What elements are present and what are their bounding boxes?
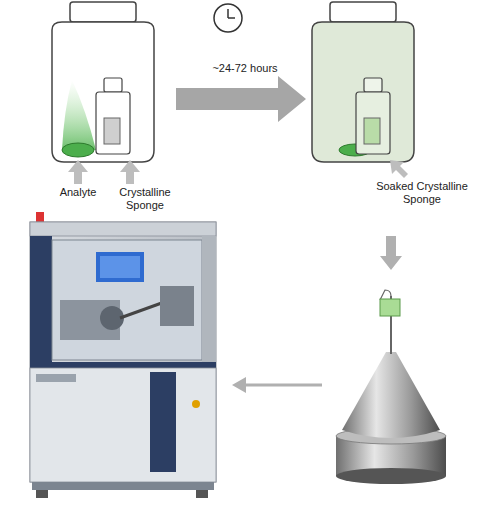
pointer-arrow (68, 160, 140, 184)
part-label: Crystalline Sponge (100, 186, 190, 212)
part-label: Soaked Crystalline Sponge (372, 180, 472, 206)
goniometer-head (336, 290, 446, 484)
process-arrow (380, 236, 402, 270)
diffractometer (30, 212, 216, 498)
vial (52, 2, 154, 162)
clock-symbol (214, 4, 242, 32)
vial (312, 2, 414, 162)
pointer-arrow (390, 160, 408, 178)
process-arrow (176, 76, 306, 122)
part-label: Analyte (46, 186, 110, 199)
duration-label: ~24-72 hours (200, 62, 290, 75)
process-arrow (232, 377, 322, 393)
